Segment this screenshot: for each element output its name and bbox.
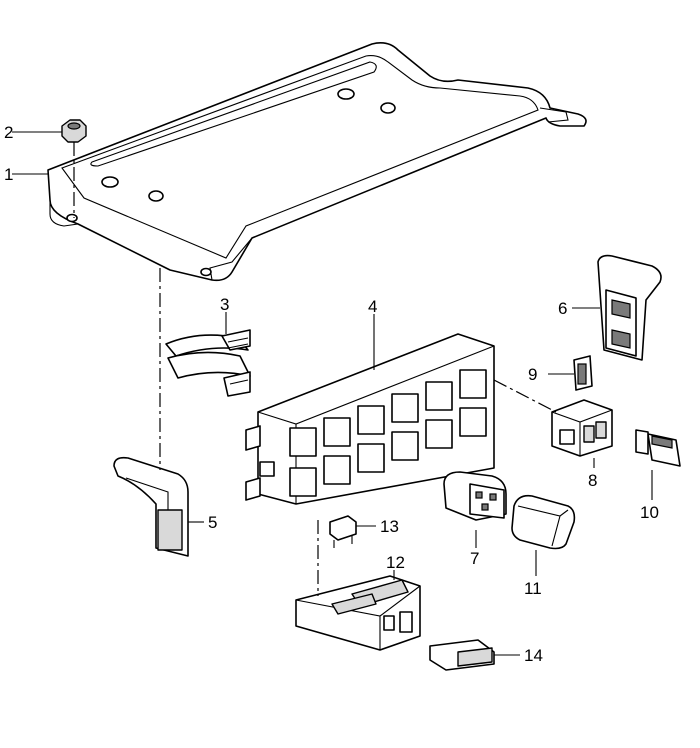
small-fuse — [573, 355, 593, 391]
assembly-centerlines — [73, 142, 557, 596]
callout-12: 12 — [386, 553, 405, 572]
clip — [165, 329, 251, 397]
fuse-holder — [635, 429, 681, 467]
carrier-cells-top-row — [289, 369, 487, 457]
callout-9: 9 — [528, 365, 537, 384]
callout-6: 6 — [558, 299, 567, 318]
callout-13: 13 — [380, 517, 399, 536]
callout-7: 7 — [470, 549, 479, 568]
callout-11: 11 — [524, 579, 542, 598]
callout-10: 10 — [640, 503, 659, 522]
callout-1: 1 — [4, 165, 13, 184]
auxiliary-base — [295, 575, 421, 651]
relay-terminal — [443, 471, 507, 521]
blade-fuse — [329, 515, 357, 548]
carrier-cells-bottom-row — [289, 407, 487, 497]
maxi-fuse — [429, 639, 495, 671]
callout-3: 3 — [220, 295, 229, 314]
callout-14: 14 — [524, 646, 543, 665]
callout-labels: 2 1 3 4 5 6 7 8 9 10 11 12 13 14 — [4, 123, 659, 665]
callout-8: 8 — [588, 471, 597, 490]
mounting-bracket-plate — [47, 42, 587, 282]
leader-lines — [12, 131, 653, 656]
holder — [597, 254, 662, 361]
relay — [511, 494, 576, 550]
callout-2: 2 — [4, 123, 13, 142]
cover — [113, 456, 189, 557]
nut — [61, 119, 87, 143]
callout-5: 5 — [208, 513, 217, 532]
connector-housing — [551, 399, 613, 457]
callout-4: 4 — [368, 297, 377, 316]
relay-carrier — [245, 333, 495, 505]
